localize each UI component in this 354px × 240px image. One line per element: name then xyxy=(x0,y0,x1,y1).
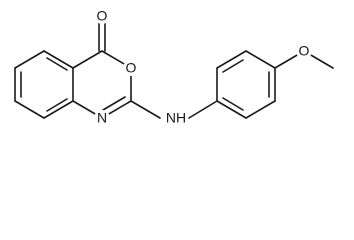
ring-nitrogen-label: N xyxy=(97,110,107,126)
bond xyxy=(216,100,247,119)
double-bond-inner xyxy=(46,57,68,71)
amine-linkage xyxy=(130,100,218,119)
bond xyxy=(43,100,74,119)
carbonyl-oxygen-label: O xyxy=(97,8,108,24)
double-bond-inner xyxy=(222,97,244,111)
benzo-ring xyxy=(14,50,74,119)
double-bond-inner xyxy=(222,59,244,73)
bond xyxy=(130,100,161,119)
atom-labels: O O N NH O xyxy=(94,8,312,126)
methoxy-oxygen-label: O xyxy=(299,43,310,59)
bond xyxy=(43,50,74,69)
methoxyphenyl-ring xyxy=(216,50,276,119)
ring-oxygen-label: O xyxy=(126,60,137,76)
oxazinone-ring xyxy=(72,22,132,119)
chemical-structure-drawing: O O N NH O xyxy=(14,8,334,126)
bond xyxy=(245,100,276,119)
double-bond-inner xyxy=(46,98,68,112)
bond xyxy=(245,50,276,69)
bond xyxy=(14,100,45,119)
amine-nh-label: NH xyxy=(166,110,186,126)
double-bond-inner xyxy=(102,96,126,111)
bond xyxy=(216,50,247,69)
bond xyxy=(188,100,218,119)
bond xyxy=(72,50,103,69)
bond xyxy=(14,50,45,69)
